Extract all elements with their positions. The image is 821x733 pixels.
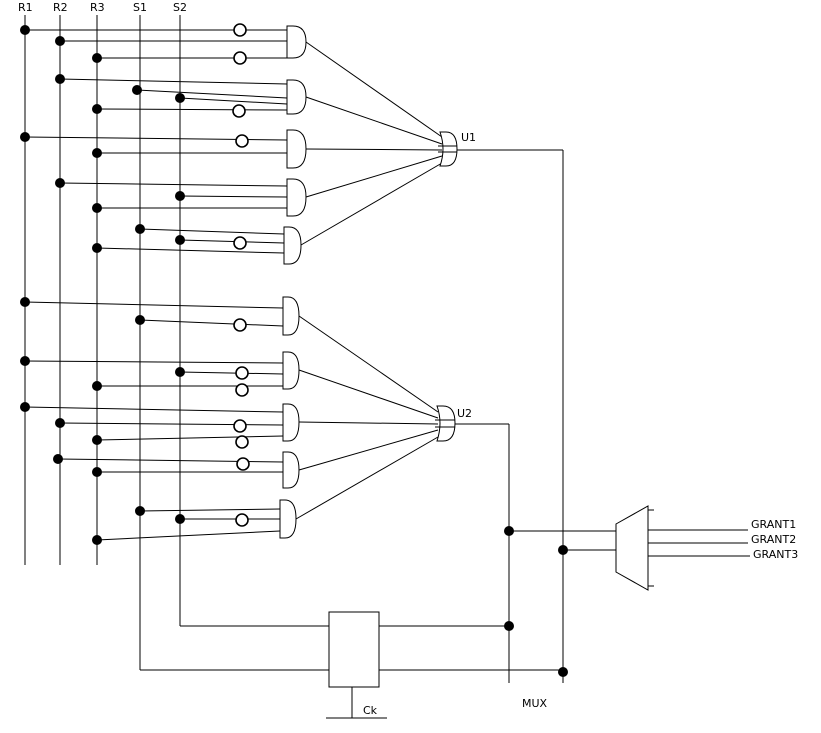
gate-label-u2: U2 bbox=[457, 407, 473, 420]
input-label-r1: R1 bbox=[18, 1, 33, 14]
input-label-s1: S1 bbox=[133, 1, 147, 14]
gate-label-u1: U1 bbox=[461, 131, 477, 144]
input-label-r3: R3 bbox=[90, 1, 105, 14]
output-label-grant3: GRANT3 bbox=[753, 548, 799, 561]
output-label-grant2: GRANT2 bbox=[751, 533, 797, 546]
mux-label: MUX bbox=[522, 697, 548, 710]
input-label-s2: S2 bbox=[173, 1, 187, 14]
clock-label: Ck bbox=[363, 704, 378, 717]
output-label-grant1: GRANT1 bbox=[751, 518, 797, 531]
input-label-r2: R2 bbox=[53, 1, 68, 14]
